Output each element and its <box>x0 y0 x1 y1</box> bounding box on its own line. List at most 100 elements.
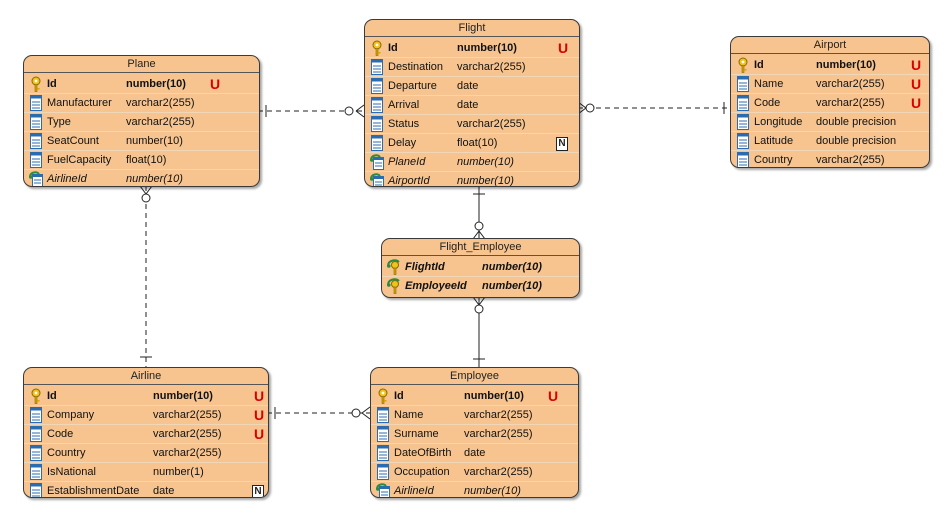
column-type: float(10) <box>126 154 167 166</box>
column-name: Manufacturer <box>47 97 112 109</box>
column-type: number(10) <box>482 280 542 292</box>
column-icon <box>370 116 384 132</box>
column-row[interactable]: Manufacturer varchar2(255) <box>24 94 259 113</box>
column-type: number(10) <box>126 78 186 90</box>
column-name: SeatCount <box>47 135 99 147</box>
relationship-flight-airport[interactable] <box>577 101 730 115</box>
column-name: Delay <box>388 137 417 149</box>
column-name: Company <box>47 409 95 421</box>
column-type: varchar2(255) <box>153 428 222 440</box>
relationship-airline-plane[interactable] <box>139 185 153 368</box>
relationship-employee-flight-employee[interactable] <box>472 296 486 369</box>
column-name: AirlineId <box>47 173 87 185</box>
column-icon <box>736 95 750 111</box>
column-name: Id <box>47 390 57 402</box>
column-type: varchar2(255) <box>126 97 195 109</box>
column-type: number(10) <box>126 173 183 185</box>
column-row[interactable]: AirlineId number(10) <box>24 170 259 186</box>
column-type: number(10) <box>457 175 514 187</box>
relationship-plane-flight[interactable] <box>258 104 365 118</box>
column-type: double precision <box>816 135 897 147</box>
column-icon <box>370 135 384 151</box>
relationship-flight-flight-employee[interactable] <box>472 186 486 240</box>
column-type: number(10) <box>816 59 876 71</box>
column-name: PlaneId <box>388 156 426 168</box>
column-row[interactable]: PlaneId number(10) <box>365 153 579 172</box>
foreign-key-icon <box>370 154 384 170</box>
column-type: number(10) <box>464 485 521 497</box>
column-type: varchar2(255) <box>816 78 885 90</box>
column-type: number(10) <box>126 135 183 147</box>
column-icon <box>376 407 390 423</box>
unique-constraint-icon: U <box>557 40 569 56</box>
key-icon <box>29 388 43 404</box>
column-type: number(10) <box>457 156 514 168</box>
primary-foreign-key-icon <box>387 259 401 275</box>
column-icon <box>29 95 43 111</box>
column-type: number(10) <box>153 390 213 402</box>
column-icon <box>29 464 43 480</box>
column-type: number(10) <box>457 42 517 54</box>
column-icon <box>376 464 390 480</box>
entity-title: Flight_Employee <box>382 239 579 256</box>
unique-constraint-icon: U <box>253 388 265 404</box>
column-name: FlightId <box>405 261 445 273</box>
column-icon <box>29 445 43 461</box>
column-name: EstablishmentDate <box>47 485 140 497</box>
column-icon <box>736 133 750 149</box>
unique-constraint-icon: U <box>910 57 922 73</box>
entity-title: Employee <box>371 368 578 385</box>
unique-constraint-icon: U <box>253 426 265 442</box>
foreign-key-icon <box>29 171 43 186</box>
column-name: Code <box>47 428 74 440</box>
relationship-airline-employee[interactable] <box>267 406 371 420</box>
column-type: date <box>457 80 479 92</box>
column-name: IsNational <box>47 466 96 478</box>
column-type: date <box>464 447 486 459</box>
column-row[interactable]: Code varchar2(255) U <box>24 425 268 444</box>
column-row[interactable]: SeatCount number(10) <box>24 132 259 151</box>
column-type: varchar2(255) <box>153 447 222 459</box>
column-type: varchar2(255) <box>464 409 533 421</box>
column-name: Country <box>754 154 793 166</box>
column-row[interactable]: Id number(10) U <box>24 387 268 406</box>
